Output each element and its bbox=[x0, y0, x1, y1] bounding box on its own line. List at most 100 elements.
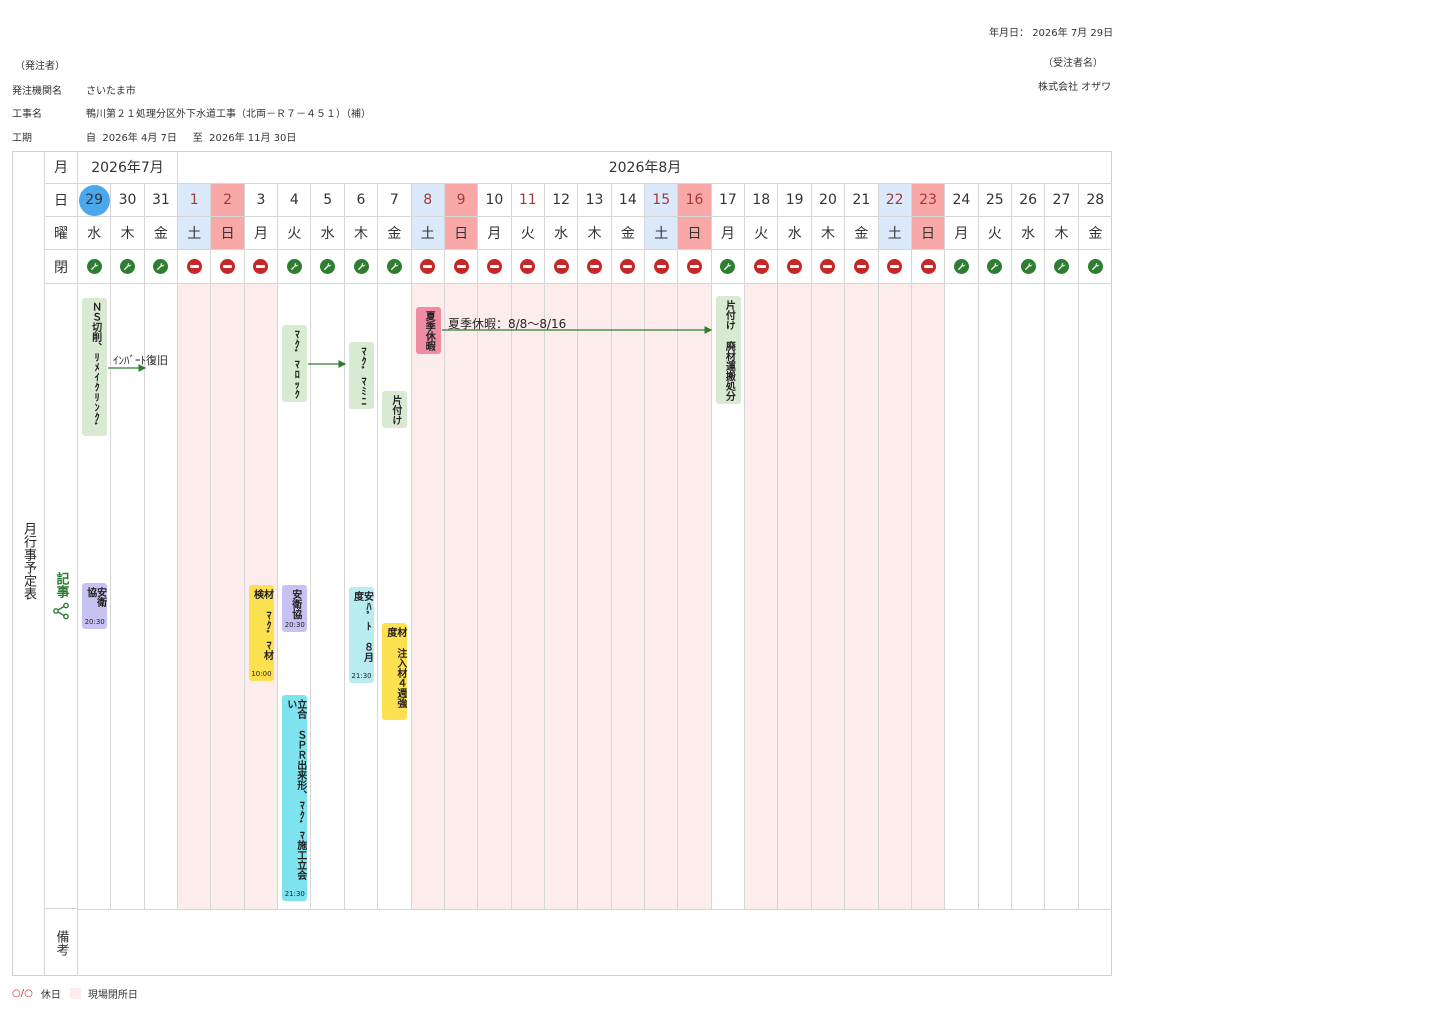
day-column[interactable] bbox=[211, 284, 245, 909]
day-column[interactable] bbox=[979, 284, 1012, 909]
closed-status-cell[interactable] bbox=[878, 250, 912, 284]
closed-status-cell[interactable] bbox=[544, 250, 579, 284]
day-cell[interactable]: 31 bbox=[144, 184, 179, 217]
day-column[interactable] bbox=[745, 284, 779, 909]
day-column[interactable] bbox=[645, 284, 679, 909]
day-column[interactable] bbox=[145, 284, 179, 909]
day-column[interactable] bbox=[1012, 284, 1046, 909]
day-column[interactable] bbox=[444, 284, 479, 909]
closed-status-cell[interactable] bbox=[78, 250, 112, 284]
closed-status-cell[interactable] bbox=[978, 250, 1012, 284]
closed-status-cell[interactable] bbox=[678, 250, 712, 284]
closed-status-cell[interactable] bbox=[1078, 250, 1112, 284]
day-cell[interactable]: 22 bbox=[878, 184, 912, 217]
day-column[interactable] bbox=[1045, 284, 1079, 909]
day-column[interactable] bbox=[611, 284, 646, 909]
closed-status-cell[interactable] bbox=[444, 250, 479, 284]
closed-status-cell[interactable] bbox=[244, 250, 279, 284]
day-cell[interactable]: 25 bbox=[978, 184, 1012, 217]
day-cell[interactable]: 24 bbox=[945, 184, 979, 217]
day-column[interactable] bbox=[111, 284, 145, 909]
day-cell[interactable]: 7 bbox=[378, 184, 412, 217]
share-icon[interactable] bbox=[52, 602, 70, 620]
closed-status-cell[interactable] bbox=[778, 250, 812, 284]
day-column[interactable] bbox=[712, 284, 746, 909]
closed-status-cell[interactable] bbox=[311, 250, 345, 284]
closed-status-cell[interactable] bbox=[845, 250, 879, 284]
day-cell[interactable]: 15 bbox=[645, 184, 679, 217]
schedule-event[interactable]: 材 注入材４週強度 bbox=[382, 623, 408, 720]
day-cell[interactable]: 28 bbox=[1078, 184, 1112, 217]
schedule-event[interactable]: 片付け bbox=[382, 391, 408, 428]
closed-status-cell[interactable] bbox=[911, 250, 946, 284]
closed-status-cell[interactable] bbox=[511, 250, 545, 284]
day-column[interactable] bbox=[311, 284, 345, 909]
day-cell[interactable]: 21 bbox=[845, 184, 879, 217]
day-column[interactable] bbox=[878, 284, 912, 909]
day-cell[interactable]: 13 bbox=[578, 184, 612, 217]
closed-status-cell[interactable] bbox=[378, 250, 412, 284]
day-column[interactable] bbox=[378, 284, 412, 909]
schedule-event[interactable]: ﾏｸﾞﾏﾐﾆ bbox=[349, 342, 375, 409]
day-cell[interactable]: 1 bbox=[178, 184, 212, 217]
closed-status-cell[interactable] bbox=[1045, 250, 1079, 284]
day-cell[interactable]: 9 bbox=[444, 184, 479, 217]
closed-status-cell[interactable] bbox=[211, 250, 245, 284]
day-cell[interactable]: 29 bbox=[78, 184, 112, 217]
day-column[interactable] bbox=[911, 284, 946, 909]
day-cell[interactable]: 16 bbox=[678, 184, 712, 217]
closed-status-cell[interactable] bbox=[111, 250, 145, 284]
day-cell[interactable]: 27 bbox=[1045, 184, 1079, 217]
closed-status-cell[interactable] bbox=[645, 250, 679, 284]
day-column[interactable] bbox=[678, 284, 712, 909]
schedule-event[interactable]: ﾏｸﾞﾏﾛｯｸ bbox=[282, 325, 308, 402]
day-cell[interactable]: 14 bbox=[611, 184, 646, 217]
day-column[interactable] bbox=[345, 284, 379, 909]
closed-status-cell[interactable] bbox=[178, 250, 212, 284]
day-column[interactable] bbox=[578, 284, 612, 909]
closed-status-cell[interactable] bbox=[1011, 250, 1046, 284]
day-cell[interactable]: 30 bbox=[111, 184, 145, 217]
day-cell[interactable]: 26 bbox=[1011, 184, 1046, 217]
day-column[interactable] bbox=[945, 284, 979, 909]
day-column[interactable] bbox=[778, 284, 812, 909]
day-cell[interactable]: 17 bbox=[711, 184, 746, 217]
day-column[interactable] bbox=[544, 284, 579, 909]
day-cell[interactable]: 6 bbox=[344, 184, 379, 217]
closed-status-cell[interactable] bbox=[945, 250, 979, 284]
closed-status-cell[interactable] bbox=[344, 250, 379, 284]
day-cell[interactable]: 5 bbox=[311, 184, 345, 217]
schedule-event[interactable]: 夏季休暇 bbox=[415, 307, 441, 354]
schedule-event[interactable]: 片付け 廃材運搬処分 bbox=[715, 296, 741, 404]
closed-status-cell[interactable] bbox=[578, 250, 612, 284]
closed-status-cell[interactable] bbox=[478, 250, 512, 284]
day-column[interactable] bbox=[478, 284, 512, 909]
day-cell[interactable]: 8 bbox=[411, 184, 445, 217]
schedule-event[interactable]: ＮＳ切削、ﾘﾒｲｸﾘﾝｸﾞ bbox=[82, 298, 108, 436]
closed-status-cell[interactable] bbox=[278, 250, 312, 284]
day-column[interactable] bbox=[278, 284, 312, 909]
closed-status-cell[interactable] bbox=[811, 250, 846, 284]
closed-status-cell[interactable] bbox=[711, 250, 746, 284]
day-column[interactable] bbox=[411, 284, 445, 909]
closed-status-cell[interactable] bbox=[411, 250, 445, 284]
closed-status-cell[interactable] bbox=[745, 250, 779, 284]
closed-status-cell[interactable] bbox=[144, 250, 179, 284]
day-cell[interactable]: 19 bbox=[778, 184, 812, 217]
closed-status-cell[interactable] bbox=[611, 250, 646, 284]
day-cell[interactable]: 20 bbox=[811, 184, 846, 217]
day-cell[interactable]: 11 bbox=[511, 184, 545, 217]
day-cell[interactable]: 2 bbox=[211, 184, 245, 217]
day-cell[interactable]: 3 bbox=[244, 184, 279, 217]
day-cell[interactable]: 10 bbox=[478, 184, 512, 217]
day-column[interactable] bbox=[178, 284, 212, 909]
day-cell[interactable]: 23 bbox=[911, 184, 946, 217]
day-cell[interactable]: 12 bbox=[544, 184, 579, 217]
day-column[interactable] bbox=[511, 284, 545, 909]
day-column[interactable] bbox=[845, 284, 879, 909]
